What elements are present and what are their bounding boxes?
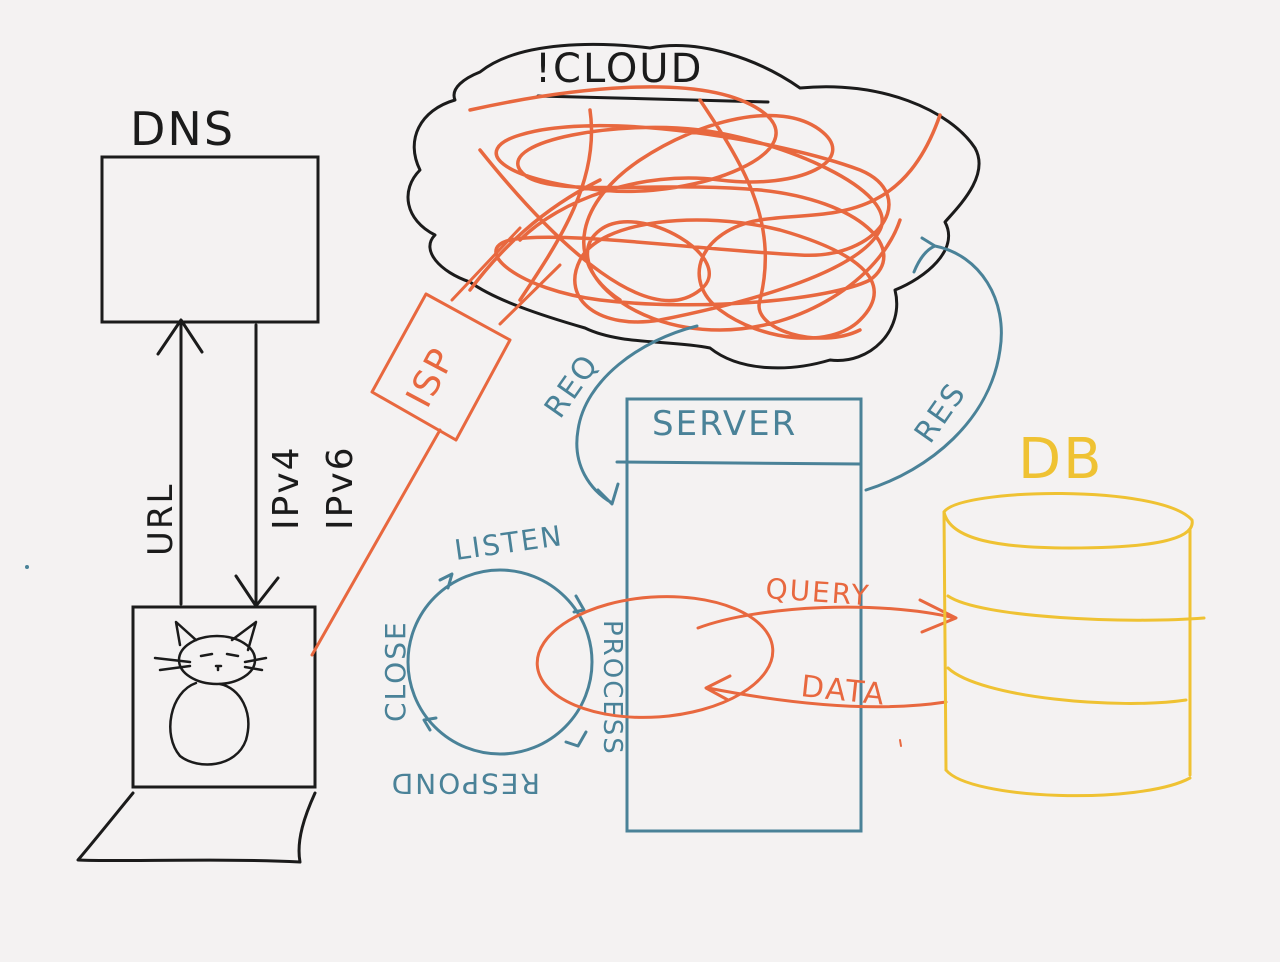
- cloud-label: !CLOUD: [535, 46, 703, 92]
- res-label: RES: [908, 376, 974, 449]
- stray-tick: [899, 739, 902, 747]
- server-group: SERVER: [615, 397, 863, 833]
- process-label: PROCESS: [597, 620, 627, 756]
- event-loop-arrowheads: [422, 572, 588, 748]
- isp-to-cloud-line: [450, 226, 562, 326]
- stray-dot: [25, 565, 29, 569]
- query-label: QUERY: [765, 572, 872, 612]
- event-loop-circle: [406, 568, 594, 756]
- cloud-label-underline: [536, 94, 770, 104]
- process-flow: QUERY DATA: [535, 572, 958, 719]
- cat-icon: [153, 620, 268, 766]
- server-label: SERVER: [652, 404, 797, 444]
- event-loop: LISTEN CLOSE RESPOND PROCESS: [379, 519, 627, 800]
- db-group: DB: [942, 427, 1206, 798]
- process-ellipse: [535, 595, 775, 719]
- url-arrow: [156, 318, 204, 606]
- isp-box: [370, 292, 512, 442]
- laptop-base: [76, 791, 317, 864]
- req-arrow: [575, 324, 699, 506]
- query-arrow: [696, 598, 958, 634]
- server-header-divider: [615, 460, 863, 466]
- laptop-client: [76, 605, 317, 864]
- cloud-scribble: [468, 85, 942, 340]
- url-label: URL: [141, 483, 181, 556]
- dns-arrows: URL IPv4 IPv6: [141, 318, 361, 608]
- listen-label: LISTEN: [452, 519, 565, 567]
- cloud-outline: [406, 42, 981, 370]
- laptop-screen: [131, 605, 317, 789]
- respond-label: RESPOND: [390, 767, 540, 800]
- data-arrow: [704, 674, 948, 709]
- client-to-isp-line: [310, 428, 442, 657]
- isp-group: ISP: [370, 292, 512, 442]
- isp-label: ISP: [399, 341, 464, 414]
- dns-label: DNS: [130, 102, 235, 156]
- res-arrow: [864, 236, 1003, 492]
- dns-box: [100, 155, 320, 324]
- ipv4-label: IPv4: [266, 445, 307, 530]
- close-label: CLOSE: [379, 620, 412, 722]
- dns-group: DNS: [100, 102, 320, 324]
- server-box: [625, 397, 863, 833]
- db-label: DB: [1018, 427, 1104, 492]
- cloud-group: !CLOUD: [406, 42, 981, 370]
- db-cylinder: [942, 491, 1206, 798]
- data-label: DATA: [799, 669, 887, 713]
- ipv6-label: IPv6: [320, 445, 361, 530]
